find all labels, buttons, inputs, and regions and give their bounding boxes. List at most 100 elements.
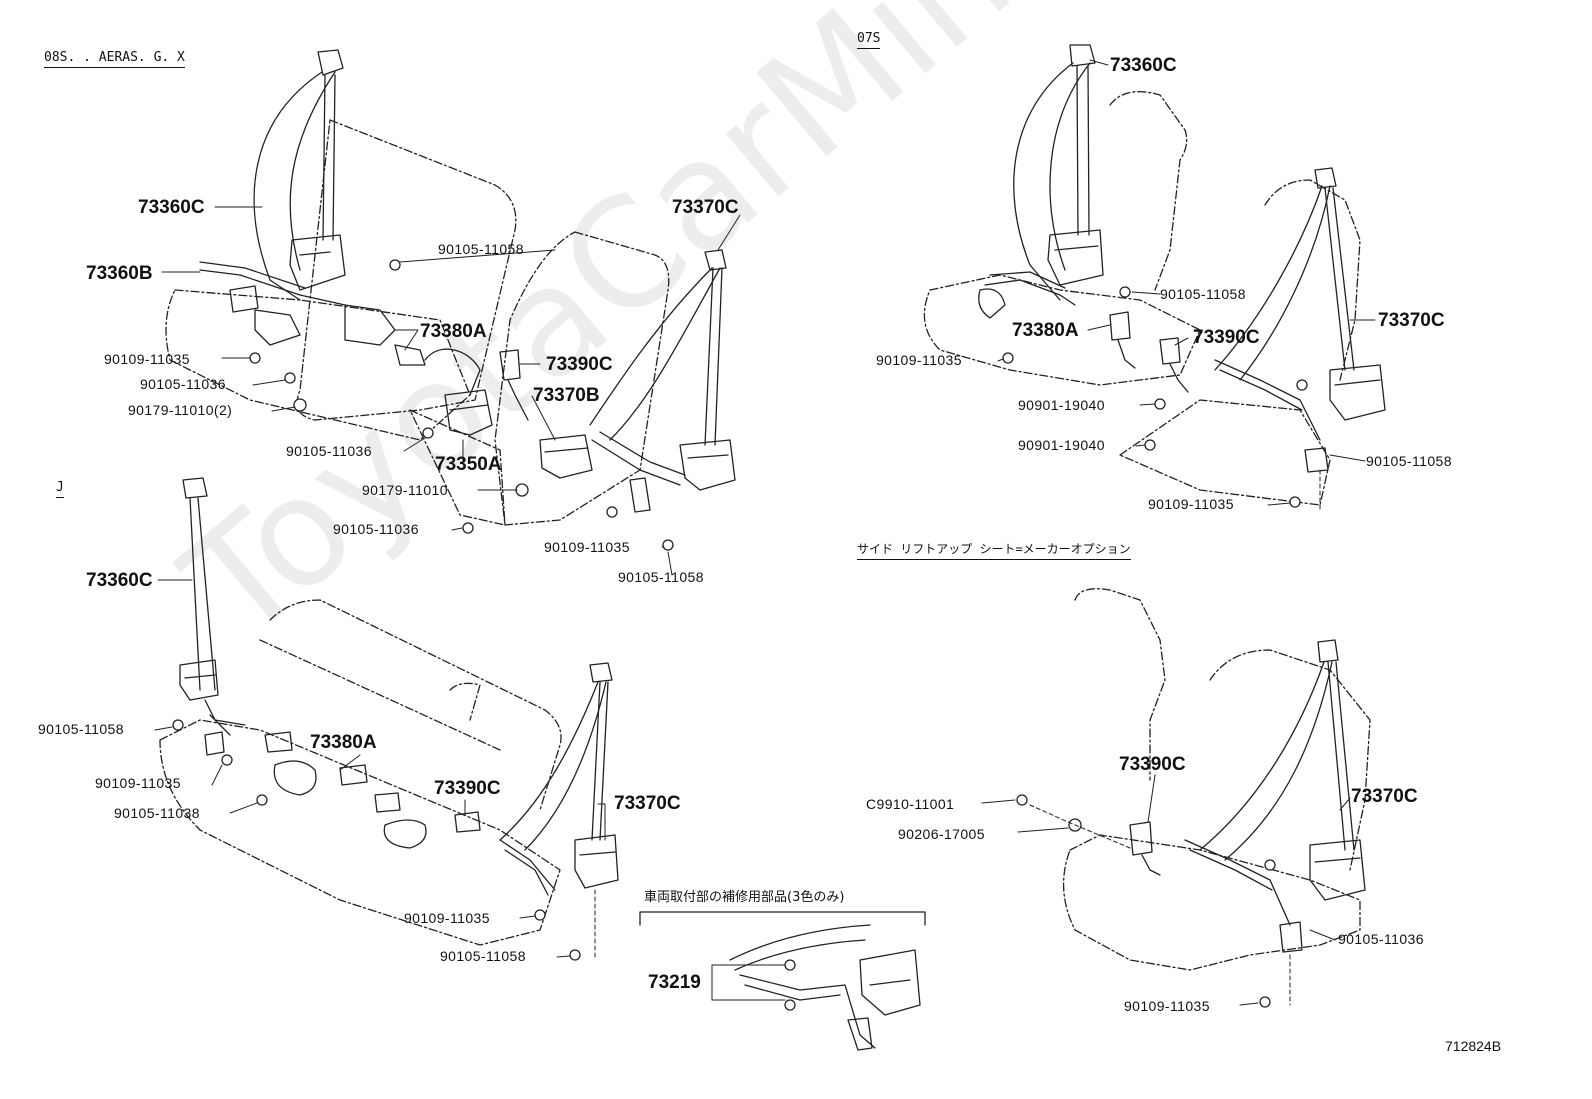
bl-bench-seat-back (269, 599, 562, 811)
nut-icon (293, 398, 307, 412)
bolt-icon (389, 259, 401, 271)
br-seat-cushion (1062, 834, 1361, 971)
bl-leader-lines (154, 579, 606, 961)
tl-right-belt-vertical (704, 267, 723, 446)
section-label-bottom-right: サイド リフトアップ シート=メーカーオプション (857, 540, 1131, 560)
bolt-icon (606, 506, 618, 518)
part-label: 73380A (1012, 320, 1079, 341)
part-label: 73370C (1378, 310, 1445, 331)
bolt-icon (662, 539, 674, 551)
bl-right-lap-belt (499, 839, 556, 896)
part-number-label: 90109-11035 (404, 910, 490, 926)
section-label-top-left: 08S. . AERAS. G. X (44, 50, 185, 68)
part-number-label: 90179-11010(2) (128, 402, 233, 418)
part-label: 73370C (614, 793, 681, 814)
part-label: 73380A (310, 732, 377, 753)
tr-right-belt-vertical (1324, 187, 1355, 371)
part-label: 73380A (420, 321, 487, 342)
tl-buckle-73390C (499, 349, 529, 421)
bolt-icon (422, 427, 434, 439)
bolt-icon (1289, 496, 1301, 508)
tl-lap-belt (199, 261, 346, 306)
bolt-icon (1119, 286, 1131, 298)
tl-right-seat-cushion-outline (409, 409, 506, 526)
rp-belt-strip (729, 924, 871, 971)
bolt-icon (569, 949, 581, 961)
tl-seat-back-outline (296, 119, 517, 421)
part-label: 73219 (648, 972, 701, 993)
bolt-icon (784, 959, 796, 971)
tr-right-retractor (1329, 364, 1386, 421)
tr-bolts (1002, 286, 1308, 508)
part-number-label: 90105-11058 (618, 569, 704, 585)
part-number-label: 90105-11058 (438, 241, 524, 257)
part-label: 73360B (86, 263, 153, 284)
tl-shoulder-anchor (317, 49, 344, 76)
bl-shoulder-anchor (182, 477, 208, 499)
tl-right-anchor (704, 249, 727, 271)
part-number-label: 90105-11036 (333, 521, 419, 537)
br-left-seat-back (1074, 588, 1166, 781)
bl-retractor (179, 659, 219, 701)
tr-leader-lines (997, 59, 1376, 511)
bl-anchor-plate (204, 731, 225, 756)
br-leader-lines (981, 774, 1351, 1006)
bl-right-retractor (574, 834, 619, 889)
section-label-bottom-left: J (56, 480, 64, 498)
nut-icon (515, 483, 529, 497)
tr-seat-cushion-outline (923, 274, 1201, 386)
tl-right-anchor-plate (629, 477, 651, 513)
part-number-label: 90105-11058 (1160, 286, 1246, 302)
bolt-icon (1259, 996, 1271, 1008)
tl-bolts (249, 259, 674, 551)
bolt-icon (284, 372, 296, 384)
bolt-icon (1144, 439, 1156, 451)
bolt-icon (249, 352, 261, 364)
bl-right-belt-vertical (591, 681, 609, 841)
bl-bolts (172, 719, 581, 961)
tr-right-anchor (1314, 167, 1337, 189)
rp-bolts (784, 959, 796, 1011)
diagram-id: 712824B (1445, 1038, 1502, 1054)
part-number-label: 90901-19040 (1018, 397, 1105, 413)
tl-right-seat-back-outline (494, 231, 670, 526)
top-right-seat-group (923, 44, 1386, 511)
tr-buckle-73380A (1109, 311, 1136, 369)
bottom-left-seat-group (154, 477, 619, 961)
bl-bench-cushion (159, 719, 561, 946)
tl-right-shoulder-belt (589, 267, 721, 441)
br-right-anchor-plate (1279, 921, 1303, 953)
tr-right-seat-cushion-outline (1119, 399, 1331, 506)
bolt-icon (1264, 859, 1276, 871)
nut-icon (784, 999, 796, 1011)
part-label: 73370C (1351, 786, 1418, 807)
part-number-label: 90206-17005 (898, 826, 985, 842)
br-right-anchor (1317, 639, 1339, 663)
br-bolts (1016, 794, 1276, 1008)
part-label: 73360C (138, 197, 205, 218)
part-label: 73360C (1110, 55, 1177, 76)
tr-right-shoulder-belt (1214, 185, 1331, 381)
bolt-icon (1154, 398, 1166, 410)
tr-right-anchor-plate (1304, 447, 1329, 473)
bl-belt-vertical (189, 497, 216, 691)
tl-belt-webbing-vertical (322, 74, 336, 241)
tr-right-lap-belt (1214, 359, 1321, 441)
rp-anchor-plate (847, 1017, 873, 1051)
bl-right-anchor (589, 662, 613, 683)
tr-shoulder-anchor (1069, 44, 1096, 67)
bl-buckle-73380A (264, 731, 368, 796)
tl-buckle-bundle (344, 304, 426, 366)
part-number-label: 90105-11058 (1366, 453, 1452, 469)
tl-shoulder-belt (253, 71, 336, 301)
part-label: 73360C (86, 570, 153, 591)
br-right-retractor (1309, 839, 1366, 901)
part-label: 73390C (1193, 327, 1260, 348)
tr-retractor (1047, 229, 1104, 286)
part-label: 73390C (546, 354, 613, 375)
part-label: 73390C (1119, 754, 1186, 775)
part-number-label: 90109-11035 (1124, 998, 1210, 1014)
bolt-icon (534, 909, 546, 921)
tr-belt-vertical (1076, 65, 1090, 236)
